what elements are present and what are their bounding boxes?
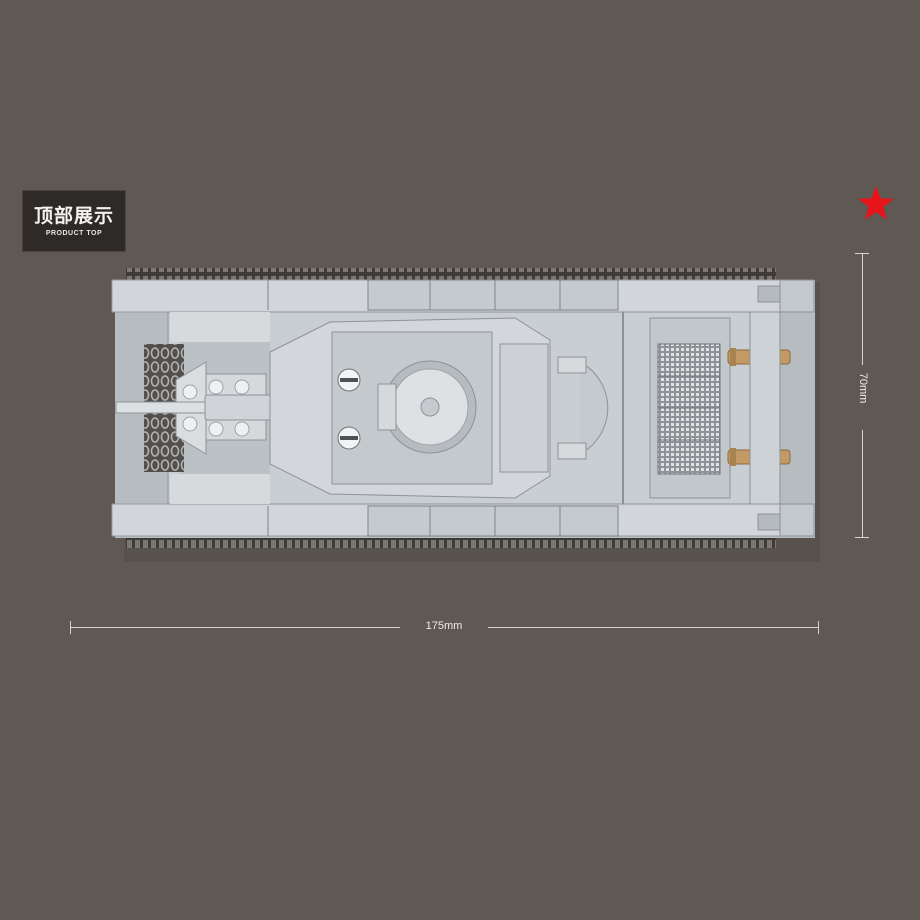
- width-dimension-line-bottom: [862, 430, 863, 538]
- product-top-badge: 顶部展示 PRODUCT TOP: [22, 190, 126, 252]
- badge-title: 顶部展示: [33, 206, 114, 227]
- length-dimension-line-right: [488, 627, 818, 628]
- width-dimension-line-top: [862, 253, 863, 365]
- tank-top-view-image: [111, 268, 820, 562]
- length-dimension-line-left: [70, 627, 400, 628]
- badge-subtitle: PRODUCT TOP: [45, 230, 103, 237]
- width-dimension-bottom-tick: [855, 537, 869, 538]
- width-dimension-label: 70mm: [857, 372, 869, 404]
- length-dimension-right-tick: [818, 621, 819, 634]
- length-dimension-label: 175mm: [425, 620, 463, 632]
- red-star-icon: [858, 186, 894, 220]
